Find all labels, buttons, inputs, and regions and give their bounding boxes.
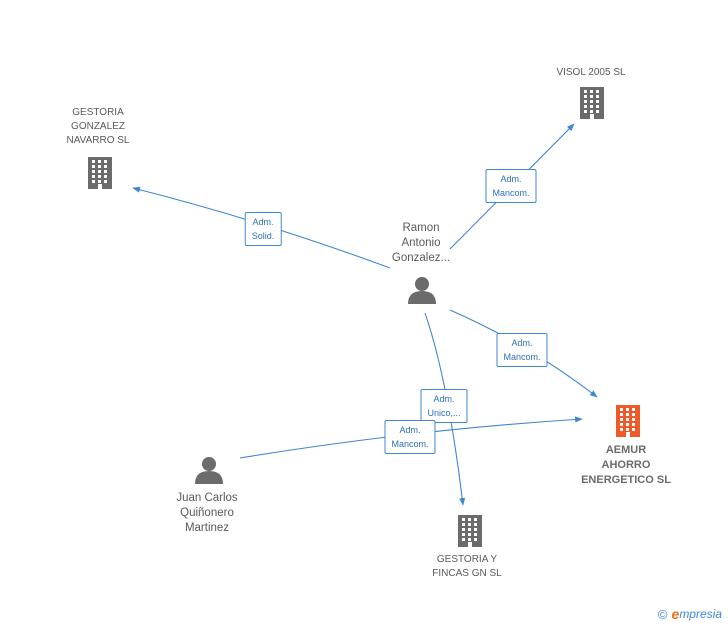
copyright-icon: © [657,606,668,622]
edge-role-label[interactable]: Adm. Solid. [244,212,282,246]
person-icon[interactable] [195,457,223,484]
edge-role-label[interactable]: Adm. Mancom. [485,169,537,203]
node-label-aemur[interactable]: AEMUR AHORRO ENERGETICO SL [581,444,671,486]
building-icon[interactable] [458,515,482,547]
node-label-gestoria-fincas[interactable]: GESTORIA Y FINCAS GN SL [432,554,502,579]
person-icon[interactable] [408,277,436,304]
brand-logo-text: mpresia [679,607,722,621]
building-icon[interactable] [616,405,640,437]
edge-role-label[interactable]: Adm. Unico,... [420,389,468,423]
node-label-gestoria-gonzalez[interactable]: GESTORIA GONZALEZ NAVARRO SL [66,107,130,146]
edge-role-label[interactable]: Adm. Mancom. [384,420,436,454]
building-icon[interactable] [88,157,112,189]
node-label-ramon[interactable]: Ramon Antonio Gonzalez... [391,222,451,264]
node-label-visol[interactable]: VISOL 2005 SL [556,67,626,78]
edge-role-label[interactable]: Adm. Mancom. [496,333,548,367]
node-label-juan-carlos[interactable]: Juan Carlos Quiñonero Martinez [176,492,238,534]
building-icon[interactable] [580,87,604,119]
brand-logo-e: e [671,606,680,622]
